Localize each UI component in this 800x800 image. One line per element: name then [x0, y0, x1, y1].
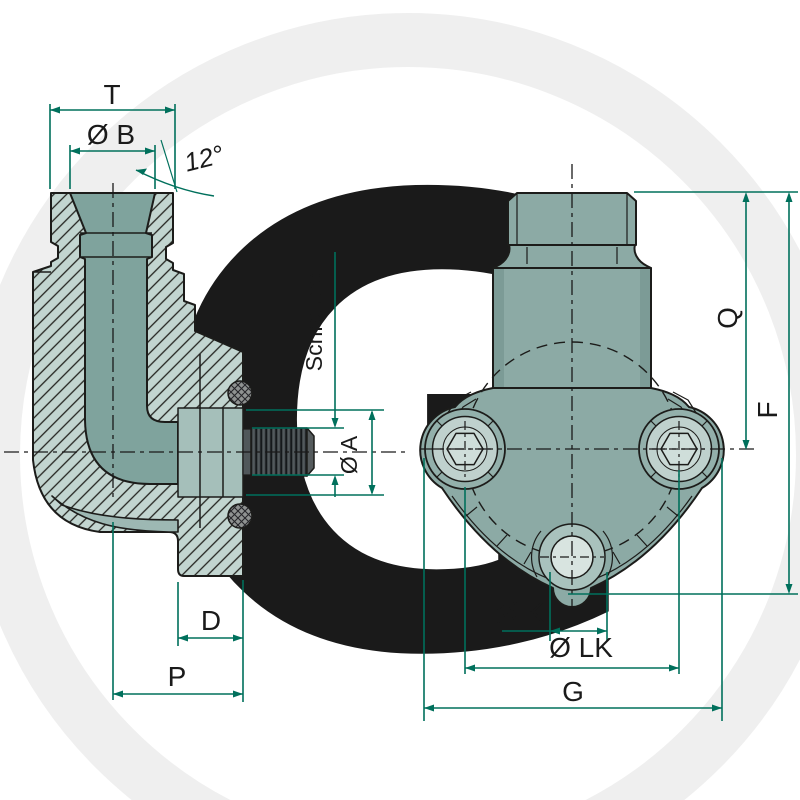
dim-label-schraube: Schraube — [301, 273, 327, 371]
neck-lines — [526, 247, 618, 264]
top-port — [507, 192, 637, 246]
dimension-arrowheads — [50, 106, 793, 712]
left-view-section — [4, 183, 406, 577]
watermark-ring — [0, 13, 800, 800]
dim-label-d: D — [201, 605, 221, 636]
seat-lines — [80, 232, 152, 258]
center-port-hole — [538, 523, 606, 591]
dim-label-g: G — [562, 676, 584, 707]
dim-label-a: Ø A — [336, 435, 362, 474]
flange-facet-lines — [443, 391, 701, 580]
dim-label-p: P — [168, 661, 187, 692]
right-view-front — [419, 164, 754, 627]
bolt-left — [424, 408, 506, 490]
dimension-labels: T Ø B 12° Schraube Ø A D P Q F Ø K Ø LK … — [87, 79, 783, 707]
body-shade-right — [640, 269, 650, 387]
bolt-right — [638, 408, 720, 490]
bore-channel — [69, 192, 179, 485]
o-ring-top — [227, 380, 253, 406]
dim-label-lk: Ø LK — [549, 632, 613, 663]
arm-bottom-face — [51, 495, 179, 533]
o-ring-bottom — [227, 503, 253, 529]
dim-label-t: T — [103, 79, 120, 110]
port-thread-lines — [516, 194, 628, 245]
dim-label-f: F — [752, 401, 783, 418]
dimension-lines — [49, 104, 798, 721]
body-shade-left — [494, 269, 504, 387]
dim-label-q: Q — [712, 307, 743, 329]
dim-label-k: Ø K — [496, 597, 545, 628]
dim-label-b: Ø B — [87, 119, 135, 150]
